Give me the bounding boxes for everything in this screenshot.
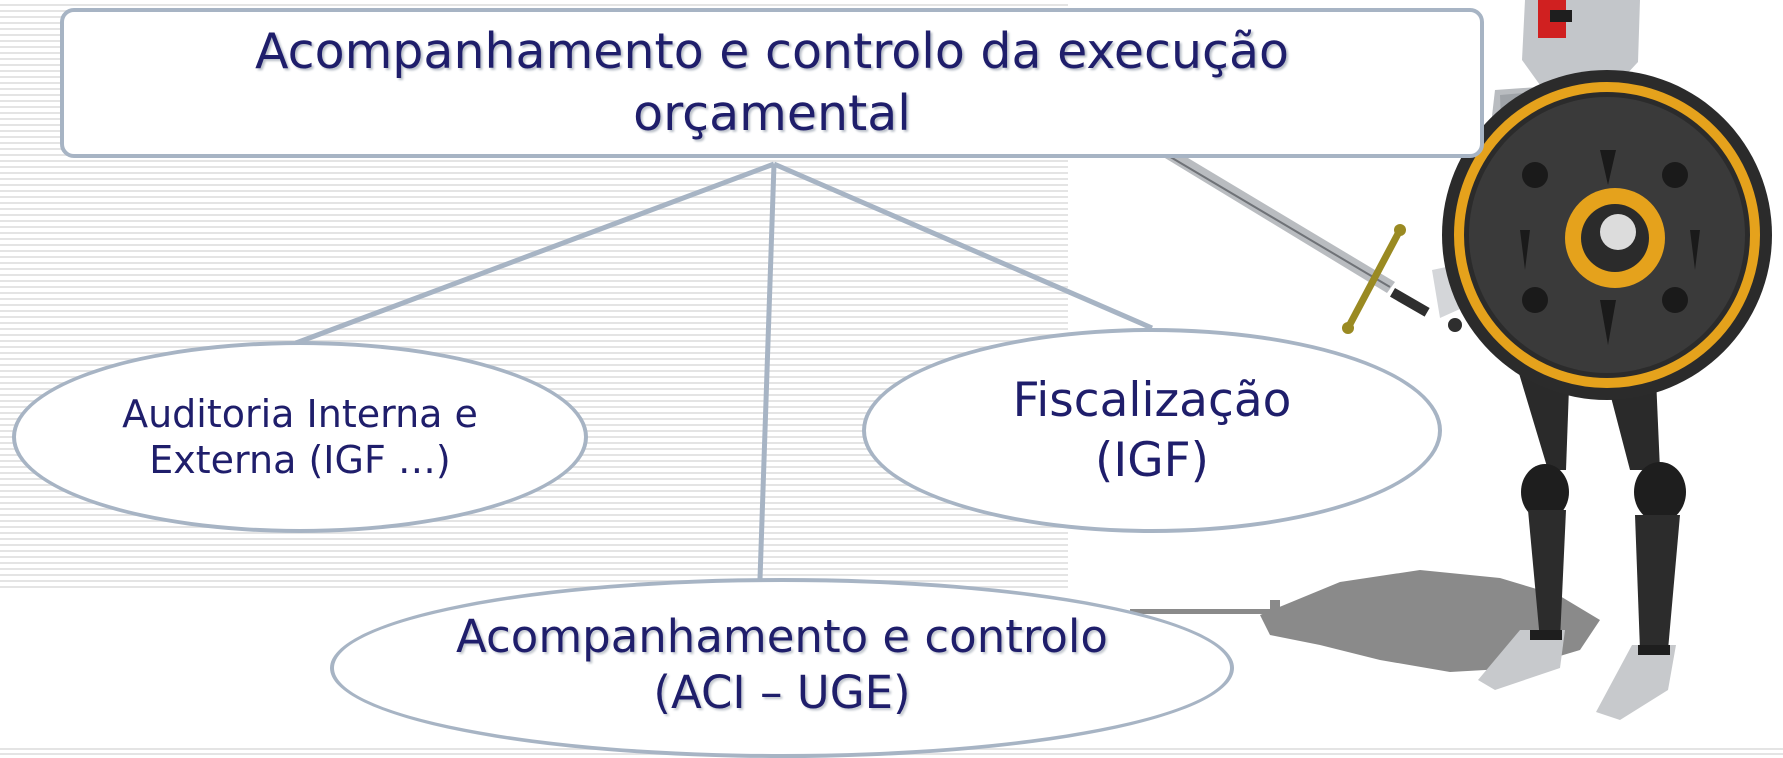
node-acompanhamento-label: Acompanhamento e controlo (ACI – UGE) <box>456 610 1108 719</box>
node-acompanhamento: Acompanhamento e controlo (ACI – UGE) <box>330 578 1234 758</box>
sword-icon <box>1160 146 1462 334</box>
connector-root-left <box>295 161 775 346</box>
root-node-label: Acompanhamento e controlo da execução or… <box>255 23 1289 142</box>
connector-root-right <box>773 161 1153 331</box>
node-auditoria-label: Auditoria Interna e Externa (IGF …) <box>122 392 478 482</box>
root-node: Acompanhamento e controlo da execução or… <box>60 8 1484 158</box>
node-fiscalizacao-label: Fiscalização (IGF) <box>1012 372 1292 488</box>
node-fiscalizacao: Fiscalização (IGF) <box>862 328 1442 533</box>
knight-legs <box>1478 355 1686 720</box>
shield-icon <box>1442 70 1772 400</box>
connector-root-bottom <box>757 163 777 580</box>
node-auditoria: Auditoria Interna e Externa (IGF …) <box>12 341 588 533</box>
knight-helmet <box>1522 0 1640 92</box>
